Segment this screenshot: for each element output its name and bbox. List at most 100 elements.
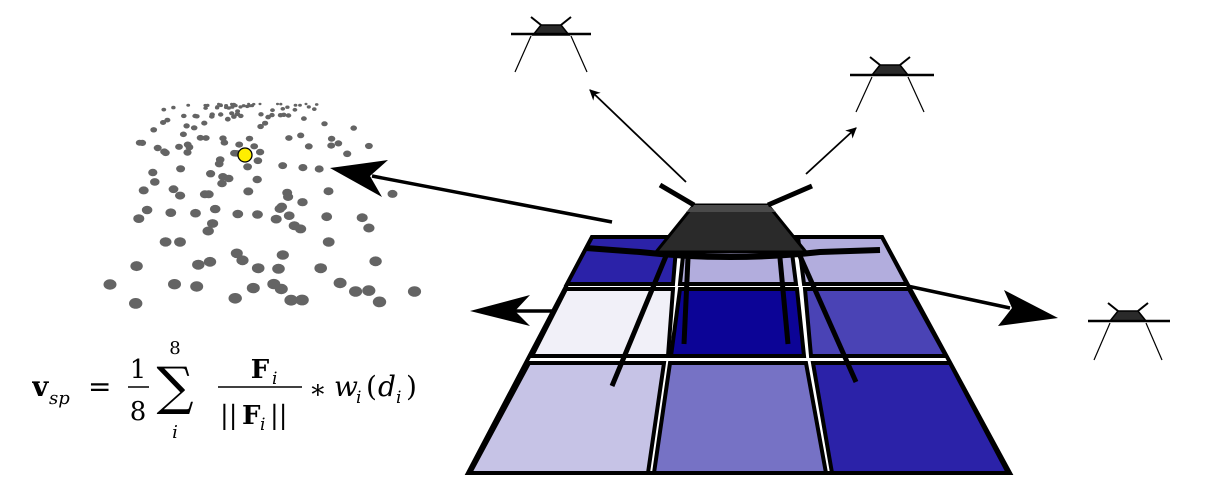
point-cloud-dot: [284, 294, 298, 306]
point-cloud-dot: [247, 104, 252, 108]
formula: v sp = 1 8 8 ∑ i F i || F i || ∗ w i ( d…: [32, 338, 417, 443]
formula-sum-upper: 8: [169, 338, 180, 359]
point-cloud-dot: [276, 102, 279, 106]
formula-inner-denominator-right: ||: [270, 401, 288, 431]
point-cloud-dot: [387, 189, 398, 198]
point-cloud-dot: [343, 150, 352, 158]
point-cloud-dot: [279, 102, 283, 106]
point-cloud-dot: [270, 108, 275, 113]
formula-weight-open: (: [366, 370, 377, 403]
grid-cell: [651, 361, 829, 475]
point-cloud-dot: [312, 107, 317, 111]
point-cloud-dot: [350, 125, 358, 131]
grid-cell: [668, 287, 807, 358]
point-cloud-dot: [209, 114, 215, 119]
point-cloud-dot: [250, 143, 259, 150]
point-cloud-dot: [224, 174, 234, 183]
point-cloud-dot: [241, 104, 246, 108]
point-cloud-dot: [321, 212, 333, 222]
point-cloud-dot: [186, 103, 191, 107]
point-cloud-dot: [223, 105, 229, 110]
formula-fraction-denominator: 8: [130, 397, 147, 427]
point-cloud-dot: [190, 125, 198, 131]
point-cloud-dot: [314, 103, 319, 106]
point-cloud-dot: [209, 204, 221, 214]
point-cloud-dot: [217, 102, 221, 106]
point-cloud-dot: [103, 279, 117, 290]
point-cloud-dot: [232, 209, 244, 219]
point-cloud-dot: [334, 140, 343, 147]
point-cloud-dot: [281, 112, 287, 118]
point-cloud-dot: [224, 116, 231, 122]
point-cloud-dot: [365, 142, 373, 150]
formula-fraction-numerator: 1: [130, 355, 147, 385]
point-cloud-dot: [306, 105, 311, 109]
point-cloud-dot: [236, 255, 249, 266]
point-cloud-dot: [168, 185, 179, 194]
point-cloud-dot: [205, 103, 210, 107]
point-cloud-dot: [298, 164, 308, 172]
point-cloud-dot: [176, 165, 186, 173]
point-cloud-dot: [202, 226, 214, 236]
point-cloud-dot: [219, 135, 227, 142]
point-cloud-dot: [218, 112, 224, 117]
point-cloud-dot: [183, 123, 190, 129]
point-cloud-dot: [168, 279, 181, 290]
point-cloud-dot: [190, 281, 204, 292]
formula-weight-sub: i: [356, 388, 361, 408]
point-cloud-dot: [238, 105, 243, 109]
point-cloud-dot: [256, 148, 265, 156]
point-cloud-dot: [333, 277, 347, 289]
point-cloud-dot: [285, 135, 293, 141]
point-cloud-dot: [235, 141, 244, 148]
point-cloud-dot: [217, 179, 227, 188]
formula-weight-arg: d: [378, 370, 396, 403]
point-cloud-dot: [356, 213, 368, 223]
point-cloud-dot: [267, 278, 281, 290]
point-cloud-dot: [252, 175, 262, 184]
point-cloud-dot: [196, 134, 205, 141]
grid-cell: [528, 287, 676, 358]
point-cloud-dot: [297, 132, 305, 139]
point-cloud-dot: [215, 156, 225, 164]
point-cloud-dot: [314, 263, 328, 274]
point-cloud-dot: [230, 104, 235, 109]
formula-lhs-symbol: v: [32, 370, 49, 403]
point-cloud-dot: [304, 102, 308, 106]
point-cloud-dot: [245, 135, 254, 142]
top-drone: [511, 16, 591, 73]
point-cloud-dot: [288, 221, 300, 231]
point-cloud-dot: [230, 248, 243, 259]
point-cloud-dot: [246, 282, 260, 294]
point-cloud-dot: [283, 211, 295, 220]
point-cloud-dot: [321, 121, 328, 127]
point-cloud-dot: [190, 208, 201, 218]
point-cloud-dot: [369, 256, 382, 267]
formula-weight-arg-sub: i: [396, 388, 401, 408]
point-cloud-dot: [362, 285, 376, 296]
point-cloud-dot: [234, 111, 241, 117]
grid-map: [464, 235, 1014, 475]
point-cloud-dot: [148, 168, 158, 177]
point-cloud-dot: [278, 162, 288, 170]
point-cloud-dot: [372, 296, 387, 308]
point-cloud-dot: [262, 120, 269, 126]
point-cloud-dot: [272, 263, 285, 274]
formula-inner-denominator-symbol: F: [242, 401, 261, 431]
point-cloud-dot: [233, 104, 238, 108]
formula-lhs-subscript: sp: [49, 388, 70, 409]
formula-inner-denominator-sub: i: [260, 415, 265, 435]
point-cloud-dot: [165, 208, 177, 217]
point-cloud-dot: [228, 293, 242, 304]
selected-point: [237, 147, 253, 163]
point-cloud-dot: [293, 103, 298, 107]
point-cloud-dot: [130, 261, 143, 272]
formula-operator: ∗: [309, 375, 327, 405]
point-cloud-dot: [175, 143, 183, 150]
point-cloud-dot: [215, 105, 220, 109]
point-cloud-dot: [207, 219, 219, 228]
point-cloud-dot: [160, 148, 169, 155]
grid-cell: [802, 287, 950, 358]
point-cloud-dot: [203, 190, 214, 199]
